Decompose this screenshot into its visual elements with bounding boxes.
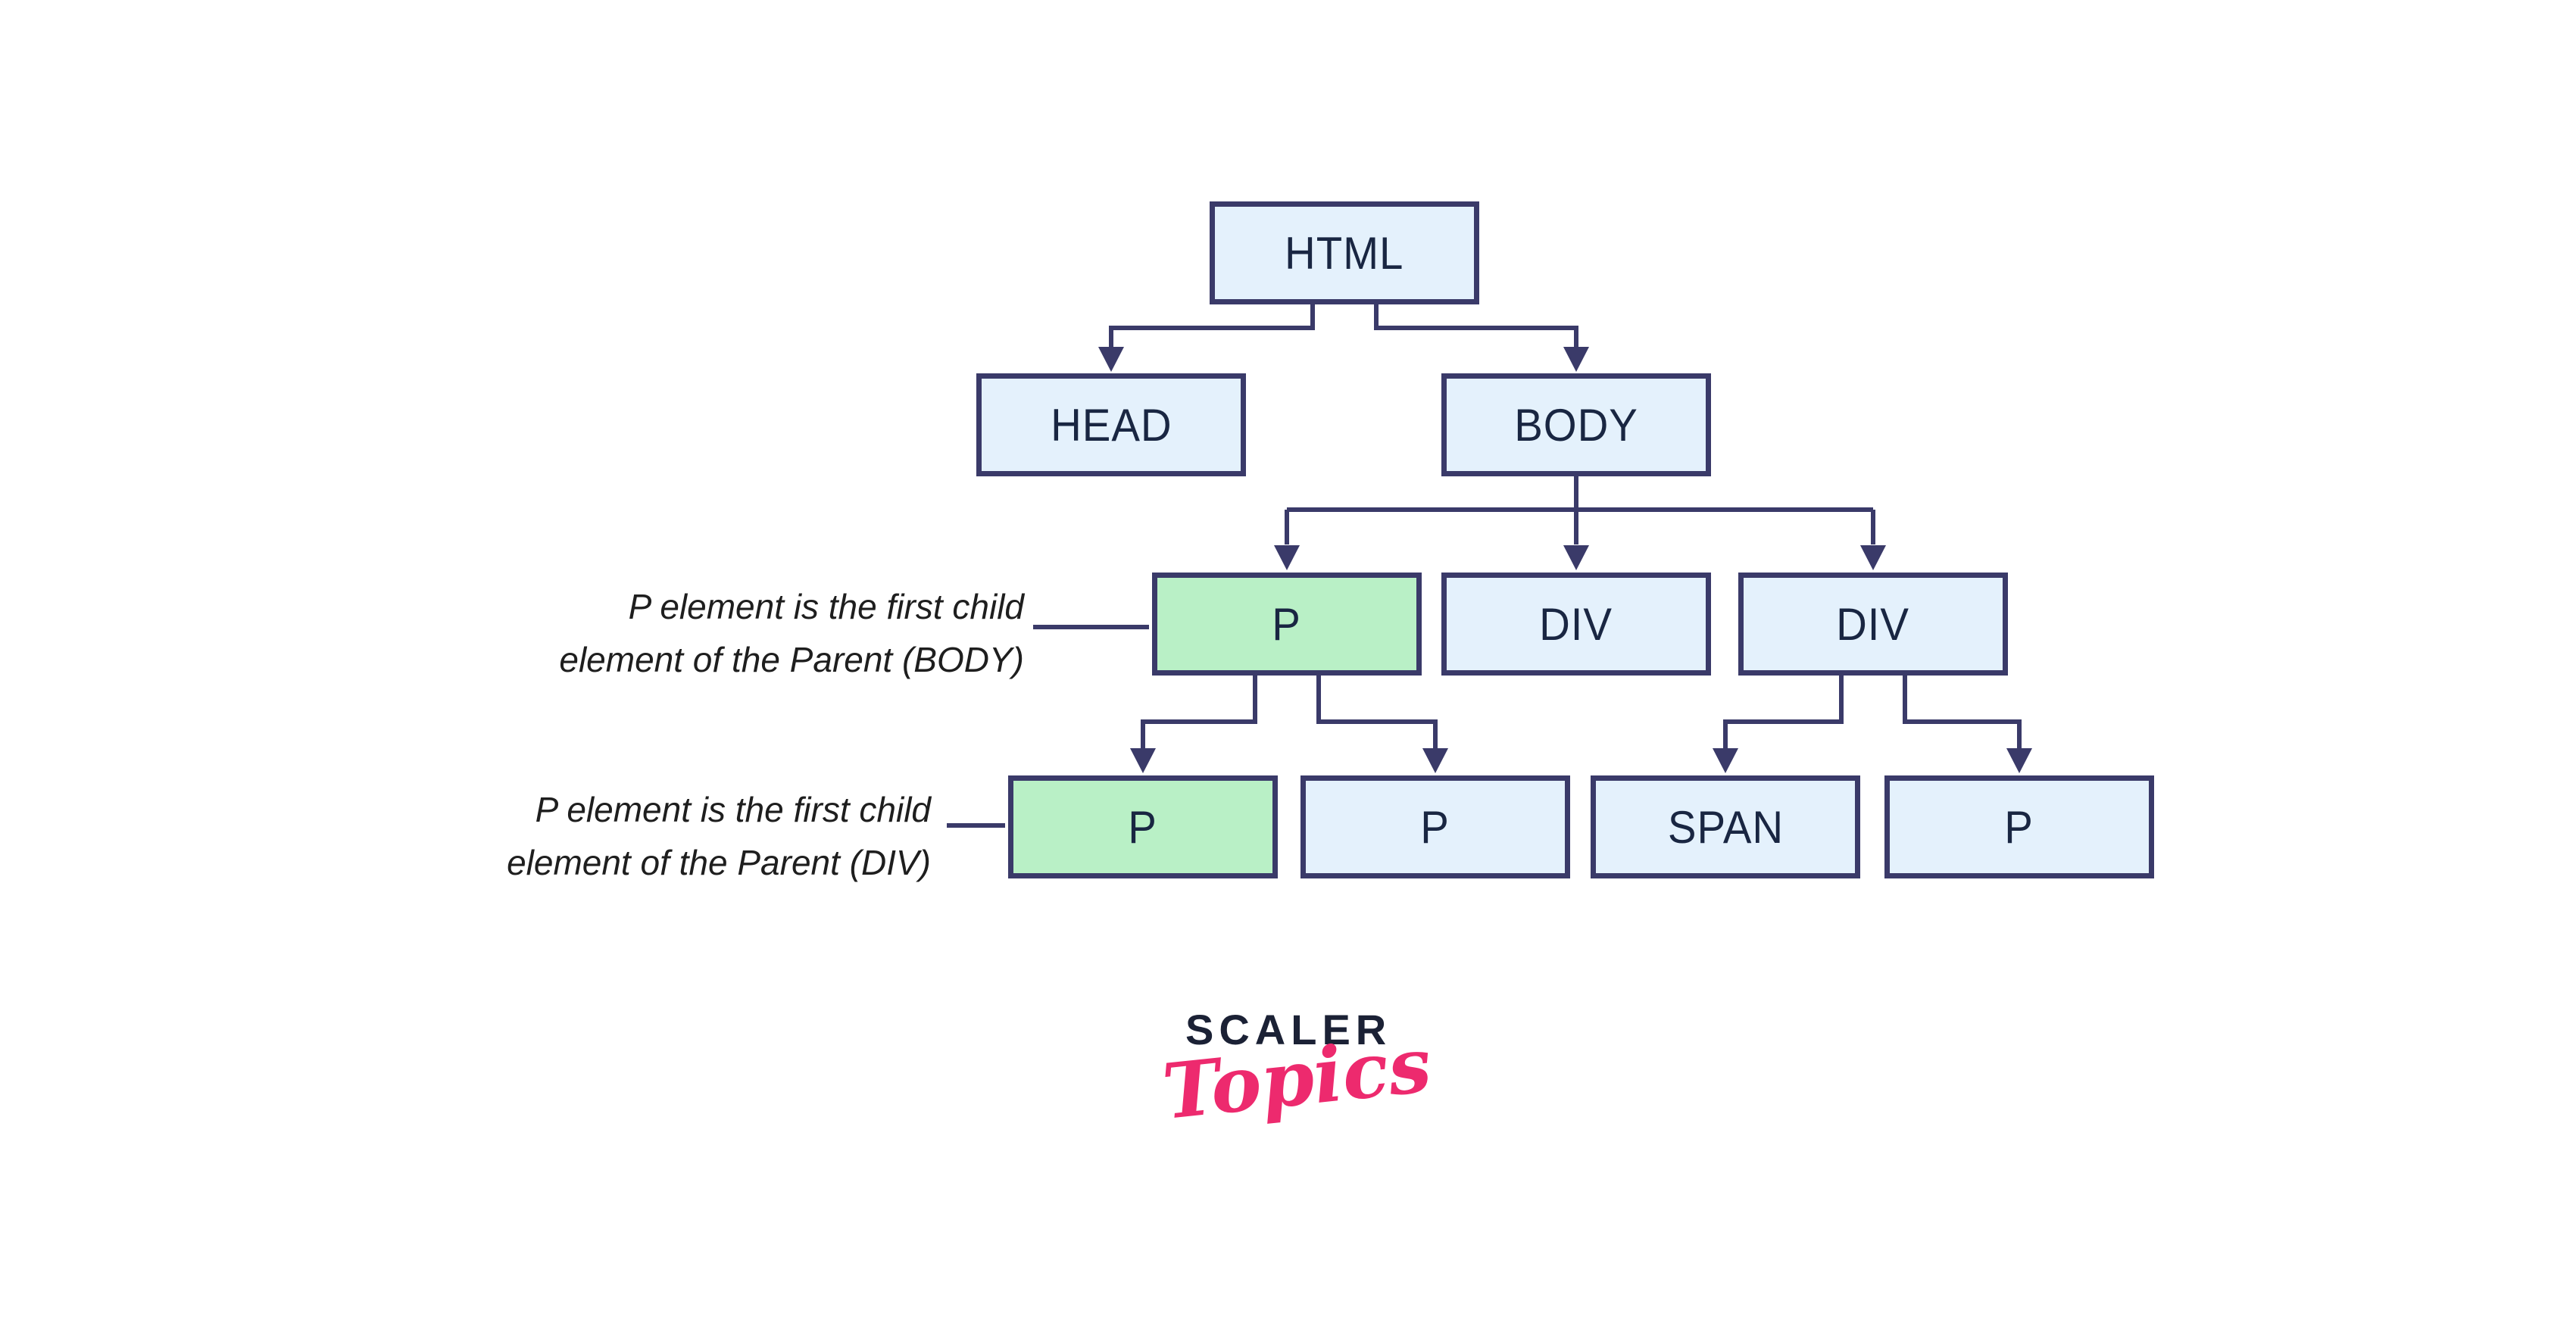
node-p-first-child-of-body: P (1152, 573, 1422, 676)
annotation-line: element of the Parent (BODY) (559, 640, 1024, 679)
node-span: SPAN (1591, 775, 1860, 878)
connector-div-to-p-last (1903, 676, 2022, 748)
arrowhead-to-span (1713, 748, 1738, 773)
node-label: P (1420, 801, 1450, 853)
node-label: P (1128, 801, 1158, 853)
arrowhead-to-p-last (2006, 748, 2032, 773)
connector-html-to-head (1109, 304, 1315, 348)
node-p-last: P (1884, 775, 2154, 878)
annotation-line: P element is the first child (535, 790, 931, 829)
annotation-body-first-child: P element is the first child element of … (453, 580, 1024, 686)
connector-div-to-span (1723, 676, 1844, 748)
node-label: SPAN (1667, 801, 1784, 853)
annotation-div-first-child: P element is the first child element of … (362, 783, 931, 889)
node-label: DIV (1539, 598, 1613, 650)
connector-p-to-p-first (1141, 676, 1257, 748)
node-label: HTML (1285, 227, 1404, 279)
annotation-line: element of the Parent (DIV) (507, 843, 931, 882)
arrowhead-to-div-right (1860, 545, 1886, 570)
connector-p-to-p-second (1316, 676, 1438, 748)
node-html: HTML (1210, 201, 1479, 304)
arrowhead-to-p-second (1422, 748, 1448, 773)
arrowhead-to-div-left (1563, 545, 1589, 570)
node-body: BODY (1441, 373, 1711, 476)
arrowhead-to-p-first (1130, 748, 1156, 773)
arrowhead-to-body (1563, 347, 1589, 372)
node-head: HEAD (976, 373, 1246, 476)
connector-html-to-body (1374, 304, 1578, 348)
arrowhead-to-head (1098, 347, 1124, 372)
node-label: HEAD (1050, 399, 1172, 451)
annotation-line: P element is the first child (628, 587, 1024, 626)
node-label: BODY (1514, 399, 1638, 451)
node-p-second: P (1300, 775, 1570, 878)
logo-scaler-wordmark: SCALER (1185, 1006, 1392, 1053)
node-div-right: DIV (1738, 573, 2008, 676)
node-label: P (2004, 801, 2034, 853)
arrowhead-to-p (1274, 545, 1300, 570)
node-div-left: DIV (1441, 573, 1711, 676)
node-label: P (1272, 598, 1302, 650)
node-label: DIV (1836, 598, 1910, 650)
node-p-first-child-of-div: P (1008, 775, 1278, 878)
